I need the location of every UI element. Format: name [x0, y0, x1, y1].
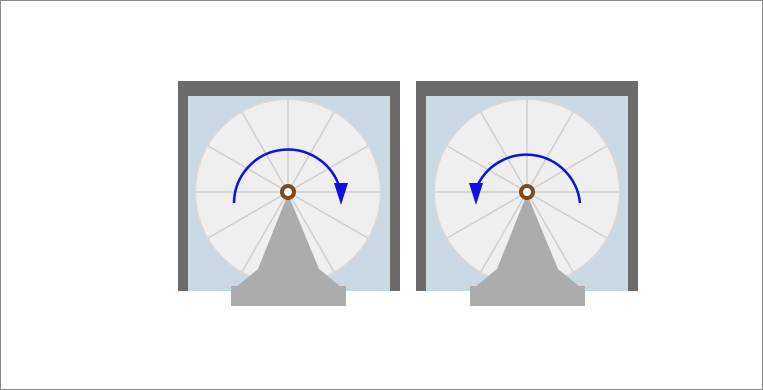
wheel-diagram-clockwise	[178, 81, 400, 306]
support-stand-upper	[231, 194, 346, 291]
support-stand-upper	[470, 194, 585, 291]
wheel-spoke	[526, 145, 608, 193]
wheel-panel-clockwise	[178, 81, 400, 306]
axle-hole	[523, 188, 531, 196]
arrow-head-icon	[469, 183, 483, 205]
wheel-spoke	[480, 191, 528, 273]
rotation-arc	[474, 153, 582, 204]
support-stand-base	[231, 286, 346, 306]
wheel-spoke	[287, 111, 335, 193]
wheel-spoke	[287, 191, 369, 239]
rotation-arc	[232, 148, 342, 204]
wheel-spoke	[526, 191, 574, 273]
wheel-spoke	[526, 191, 608, 239]
wheel-spoke	[446, 191, 528, 239]
wheel-spoke	[241, 111, 289, 193]
support-stand-base	[470, 286, 585, 306]
wheel-spoke	[526, 111, 574, 193]
wheel-spoke	[241, 191, 289, 273]
wheel-spoke	[287, 145, 369, 193]
wheel-spoke	[480, 111, 528, 193]
wheel-spoke	[446, 145, 528, 193]
arrow-head-icon	[334, 183, 348, 205]
wheel-spoke	[207, 145, 289, 193]
wheel-spoke	[207, 191, 289, 239]
wheel-panel-counterclockwise	[416, 81, 638, 306]
axle-hole	[284, 188, 292, 196]
wheel-diagram-counterclockwise	[416, 81, 638, 306]
wheel-spoke	[287, 191, 335, 273]
